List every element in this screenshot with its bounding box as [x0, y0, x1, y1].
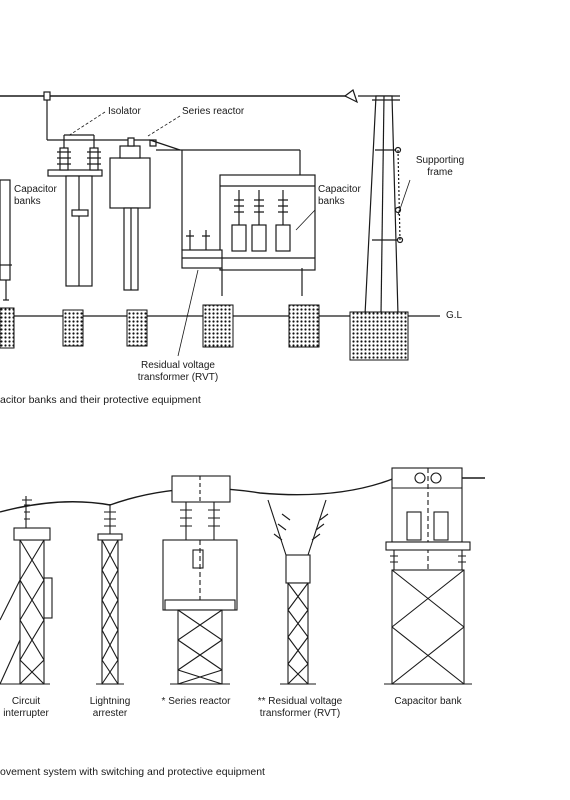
isolator-label: Isolator [108, 106, 141, 117]
capacitor-banks-right-label: Capacitor banks [318, 184, 361, 207]
strain-insulator [343, 89, 359, 104]
rvt-label-bottom: ** Residual voltage transformer (RVT) [257, 696, 343, 719]
foundation-6 [349, 311, 409, 361]
bottom-figure-drawing [0, 467, 485, 685]
foundation-1 [0, 307, 15, 349]
lightning-arrester-tower [96, 504, 124, 685]
foundation-3 [126, 309, 148, 347]
isolator-assembly [47, 134, 103, 287]
line-clamp [43, 91, 51, 101]
series-reactor-label-bottom: * Series reactor [161, 696, 231, 707]
bottom-figure-caption: ovement system with switching and protec… [0, 766, 265, 778]
foundation-2 [62, 309, 84, 347]
capacitor-bank-enclosure [181, 150, 316, 296]
capacitor-bank-tower [384, 467, 485, 685]
series-reactor-label: Series reactor [182, 106, 245, 117]
foundation-5 [288, 304, 320, 348]
left-capacitor-post [0, 179, 12, 301]
supporting-frame [364, 95, 404, 316]
ground-level-label: G.L [446, 310, 463, 321]
capacitor-bank-label: Capacitor bank [394, 696, 462, 707]
rvt-tower [267, 499, 329, 685]
series-reactor-assembly [109, 137, 301, 291]
supporting-frame-label: Supporting frame [415, 155, 465, 178]
lightning-arrester-label: Lightning arrester [89, 696, 131, 719]
top-figure-caption: acitor banks and their protective equipm… [0, 394, 201, 406]
top-leader-lines [67, 111, 411, 357]
circuit-interrupter-tower [0, 496, 53, 685]
rvt-label-top: Residual voltage transformer (RVT) [137, 360, 219, 383]
series-reactor-tower [162, 475, 238, 685]
foundations [0, 304, 409, 361]
circuit-interrupter-label: Circuit interrupter [3, 696, 49, 719]
foundation-4 [202, 304, 234, 348]
capacitor-banks-left-label: Capacitor banks [14, 184, 57, 207]
